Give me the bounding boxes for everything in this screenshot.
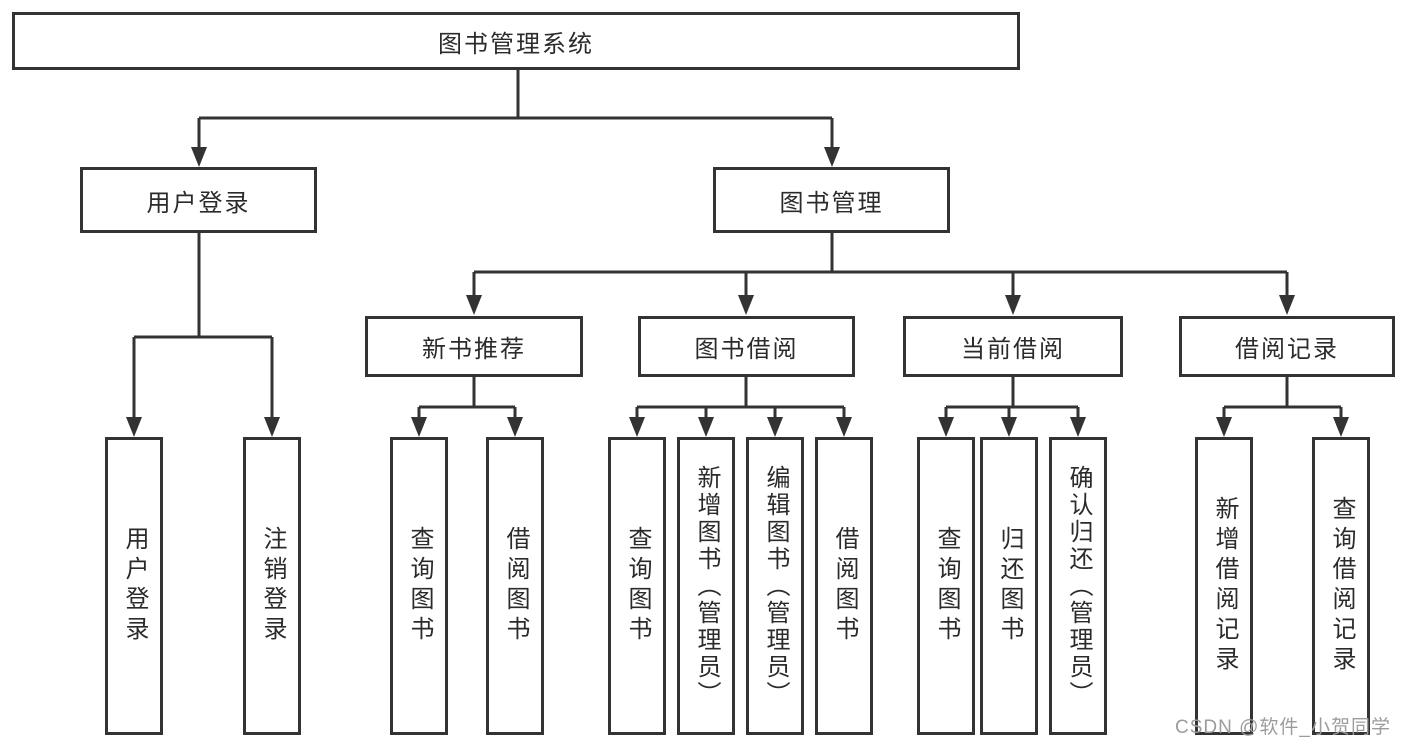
node-book-management: 图书管理 [713,167,950,233]
node-current-borrow: 当前借阅 [903,316,1123,377]
leaf-edit-book-admin: 编辑图书（管理员） [746,437,804,735]
watermark: CSDN @软件_小贺同学 [1175,717,1391,738]
leaf-add-book-admin: 新增图书（管理员） [677,437,735,735]
leaf-current-query-books: 查询图书 [917,437,975,735]
leaf-confirm-return-admin: 确认归还（管理员） [1049,437,1107,735]
node-borrow-records: 借阅记录 [1179,316,1395,377]
node-user-login: 用户登录 [80,167,317,233]
leaf-query-borrow-record: 查询借阅记录 [1312,437,1370,735]
leaf-add-borrow-record: 新增借阅记录 [1195,437,1253,735]
leaf-return-book: 归还图书 [980,437,1038,735]
leaf-recommend-borrow-books: 借阅图书 [486,437,544,735]
node-new-book-recommend: 新书推荐 [365,316,583,377]
leaf-borrow-books: 借阅图书 [815,437,873,735]
leaf-logout: 注销登录 [243,437,301,735]
node-book-borrow: 图书借阅 [638,316,855,377]
leaf-user-login: 用户登录 [105,437,163,735]
leaf-recommend-query-books: 查询图书 [390,437,448,735]
leaf-borrow-query-books: 查询图书 [608,437,666,735]
node-root: 图书管理系统 [12,12,1020,70]
